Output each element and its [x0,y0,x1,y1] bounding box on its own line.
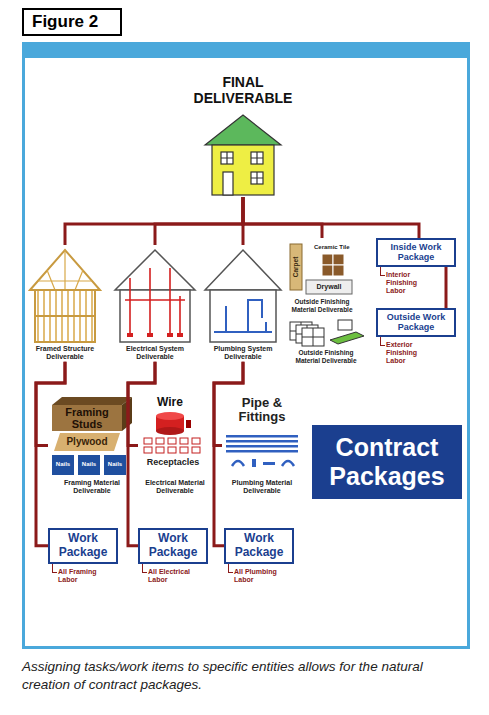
electrical-materials [143,412,203,455]
package-heading: Work Package [48,528,118,564]
package-heading: Work Package [224,528,294,564]
package-heading: Inside Work Package [376,238,456,267]
deliverable-caption: Electrical Material Deliverable [138,395,212,496]
window-stack [290,320,364,346]
part-label: Ceramic Tile [314,244,350,251]
electrical-house [115,250,195,342]
tree-connector [128,362,155,446]
framed-house [30,250,100,342]
contract-packages-box: Contract Packages [312,425,462,499]
work-package: Work PackageAll Plumbing Labor [224,528,304,584]
deliverable-node: Plumbing System Deliverable [200,245,286,362]
tree-connector [36,362,65,446]
deliverable-caption: Outside Finishing Material Deliverable [286,318,366,365]
part-label: Plywood [58,436,116,447]
deliverable-node: Outside Finishing Material Deliverable [286,318,366,365]
tree-connector [36,362,65,546]
tree-connector [128,362,155,546]
part-label: Wire [150,396,190,409]
package-heading: Outside Work Package [376,308,456,337]
tree-connector [65,197,243,245]
final-deliverable: FINAL DELIVERABLE [150,72,336,197]
framing-materials [52,397,132,475]
contract-label: Contract Packages [318,433,456,491]
deliverable-caption: Plumbing System Deliverable [200,245,286,362]
part-label: Framing Studs [52,406,122,430]
plumbing-house [205,250,281,342]
part-label: Drywall [306,283,352,291]
panel-band [22,42,470,58]
tree-connector [214,362,243,446]
work-package: Work PackageAll Framing Labor [48,528,128,584]
tree-connector [445,267,448,308]
deliverable-caption: Framed Structure Deliverable [22,245,108,362]
figure-caption: Assigning tasks/work items to specific e… [22,658,462,694]
deliverable-node: Electrical System Deliverable [112,245,198,362]
labor-note: All Plumbing Labor [228,568,290,585]
tree-connector [243,197,419,238]
part-label: Nails [78,461,100,468]
labor-note: All Electrical Labor [142,568,204,585]
finish-materials [290,244,352,294]
part-label: Pipe & Fittings [224,396,300,425]
final-house [205,115,281,195]
part-label: Nails [52,461,74,468]
labor-note: Exterior Finishing Labor [380,341,434,366]
labor-note: All Framing Labor [52,568,114,585]
part-label: Receptacles [139,458,207,468]
part-label: Nails [104,461,126,468]
material-node: Electrical Material Deliverable [138,395,212,496]
work-package: Inside Work PackageInterior Finishing La… [376,238,462,296]
work-package: Work PackageAll Electrical Labor [138,528,218,584]
part-label: Carpet [292,257,299,278]
deliverable-caption: Electrical System Deliverable [112,245,198,362]
work-package: Outside Work PackageExterior Finishing L… [376,308,462,366]
plumbing-materials [226,435,298,467]
figure-title: Figure 2 [22,8,122,36]
node-title: FINAL DELIVERABLE [187,74,299,106]
tree-connector [214,362,243,546]
package-heading: Work Package [138,528,208,564]
tree-connector [243,197,322,238]
deliverable-node: Framed Structure Deliverable [22,245,108,362]
tree-connector [155,197,243,245]
labor-note: Interior Finishing Labor [380,271,434,296]
